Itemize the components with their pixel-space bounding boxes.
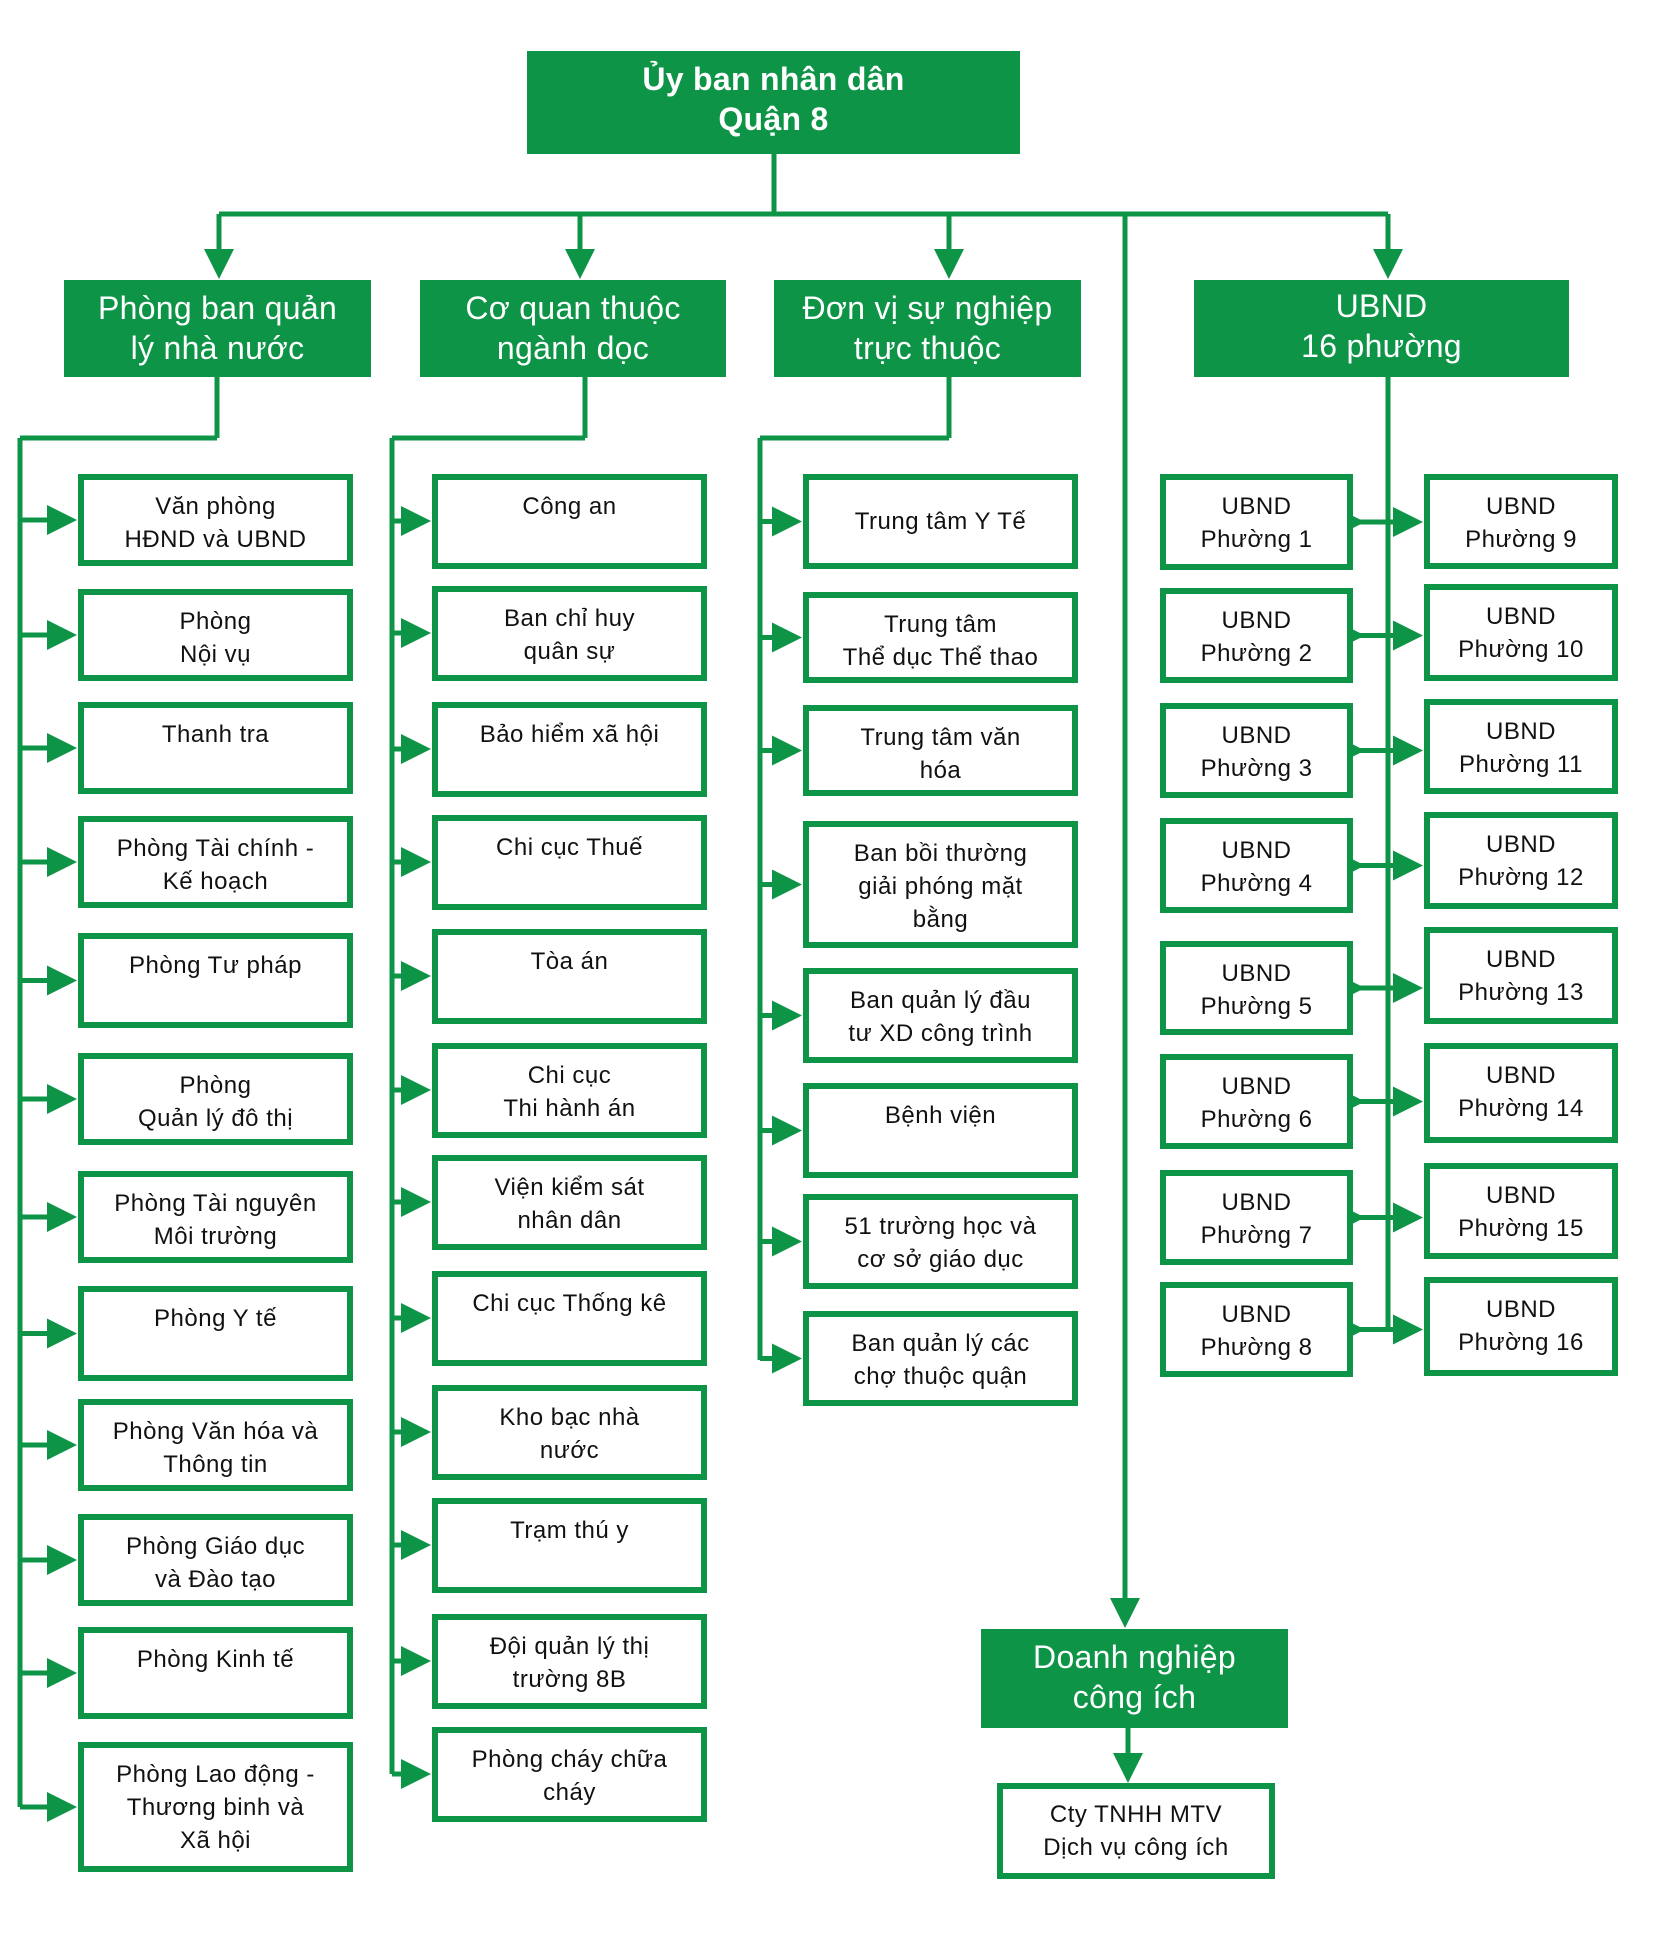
- state-dept-box: Phòng Lao động - Thương binh và Xã hội: [78, 1742, 353, 1872]
- vertical-agency-box: Viện kiểm sát nhân dân: [432, 1155, 707, 1250]
- root-box: Ủy ban nhân dân Quận 8: [527, 51, 1020, 154]
- enterprise-company-box: Cty TNHH MTV Dịch vụ công ích: [997, 1783, 1275, 1879]
- vertical-agency-box: Tòa án: [432, 929, 707, 1024]
- affiliated-unit-box: Trung tâm Thể dục Thể thao: [803, 592, 1078, 683]
- state-dept-box: Phòng Tư pháp: [78, 933, 353, 1028]
- ward-box: UBND Phường 5: [1160, 941, 1353, 1035]
- ward-box: UBND Phường 14: [1424, 1043, 1618, 1143]
- ward-box: UBND Phường 6: [1160, 1054, 1353, 1149]
- vertical-agency-box: Chi cục Thống kê: [432, 1271, 707, 1366]
- state-dept-box: Phòng Kinh tế: [78, 1627, 353, 1719]
- ward-box: UBND Phường 1: [1160, 474, 1353, 570]
- vertical-agency-box: Đội quản lý thị trường 8B: [432, 1614, 707, 1709]
- vertical-agency-box: Phòng cháy chữa cháy: [432, 1727, 707, 1822]
- affiliated-unit-box: Trung tâm văn hóa: [803, 705, 1078, 796]
- state-dept-box: Phòng Nội vụ: [78, 589, 353, 681]
- affiliated-unit-box: Ban bồi thường giải phóng mặt bằng: [803, 821, 1078, 948]
- category-ward-committees: UBND 16 phường: [1194, 280, 1569, 377]
- vertical-agency-box: Công an: [432, 474, 707, 569]
- vertical-agency-box: Chi cục Thi hành án: [432, 1043, 707, 1138]
- state-dept-box: Phòng Giáo dục và Đào tạo: [78, 1514, 353, 1606]
- ward-box: UBND Phường 11: [1424, 699, 1618, 794]
- vertical-agency-box: Ban chỉ huy quân sự: [432, 586, 707, 681]
- category-vertical-agencies: Cơ quan thuộc ngành dọc: [420, 280, 726, 377]
- ward-box: UBND Phường 15: [1424, 1163, 1618, 1259]
- affiliated-unit-box: Ban quản lý các chợ thuộc quận: [803, 1311, 1078, 1406]
- state-dept-box: Thanh tra: [78, 702, 353, 794]
- ward-box: UBND Phường 2: [1160, 588, 1353, 683]
- vertical-agency-box: Kho bạc nhà nước: [432, 1385, 707, 1480]
- ward-box: UBND Phường 16: [1424, 1277, 1618, 1376]
- state-dept-box: Phòng Văn hóa và Thông tin: [78, 1399, 353, 1491]
- ward-box: UBND Phường 12: [1424, 812, 1618, 909]
- vertical-agency-box: Trạm thú y: [432, 1498, 707, 1593]
- state-dept-box: Văn phòng HĐND và UBND: [78, 474, 353, 566]
- category-public-enterprise: Doanh nghiệp công ích: [981, 1629, 1288, 1728]
- category-state-management: Phòng ban quản lý nhà nước: [64, 280, 371, 377]
- ward-box: UBND Phường 8: [1160, 1282, 1353, 1377]
- state-dept-box: Phòng Tài nguyên Môi trường: [78, 1171, 353, 1263]
- vertical-agency-box: Bảo hiểm xã hội: [432, 702, 707, 797]
- ward-box: UBND Phường 10: [1424, 584, 1618, 681]
- affiliated-unit-box: Trung tâm Y Tế: [803, 474, 1078, 569]
- affiliated-unit-box: Ban quản lý đầu tư XD công trình: [803, 968, 1078, 1063]
- ward-box: UBND Phường 4: [1160, 818, 1353, 913]
- affiliated-unit-box: 51 trường học và cơ sở giáo dục: [803, 1194, 1078, 1289]
- ward-box: UBND Phường 7: [1160, 1170, 1353, 1265]
- state-dept-box: Phòng Tài chính - Kế hoạch: [78, 816, 353, 908]
- vertical-agency-box: Chi cục Thuế: [432, 815, 707, 910]
- ward-box: UBND Phường 9: [1424, 474, 1618, 569]
- category-affiliated-units: Đơn vị sự nghiệp trực thuộc: [774, 280, 1081, 377]
- state-dept-box: Phòng Y tế: [78, 1286, 353, 1381]
- ward-box: UBND Phường 13: [1424, 927, 1618, 1024]
- ward-box: UBND Phường 3: [1160, 703, 1353, 798]
- state-dept-box: Phòng Quản lý đô thị: [78, 1053, 353, 1145]
- affiliated-unit-box: Bệnh viện: [803, 1083, 1078, 1178]
